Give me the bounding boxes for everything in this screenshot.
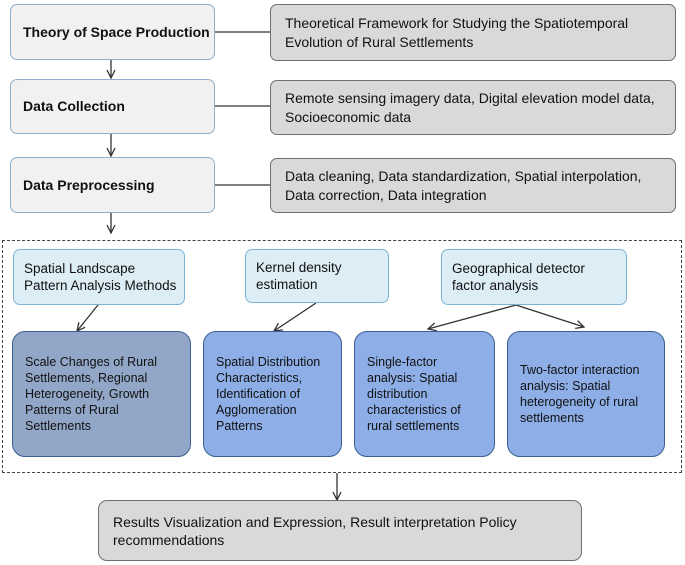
detail-text: Theoretical Framework for Studying the S…: [285, 14, 629, 50]
detail-data-sources: Remote sensing imagery data, Digital ele…: [270, 80, 676, 135]
result-spatial-distribution: Spatial Distribution Characteristics, Id…: [203, 331, 342, 457]
method-kernel-density: Kernel density estimation: [245, 249, 389, 303]
result-label: Two-factor interaction analysis: Spatial…: [520, 363, 640, 425]
method-label: Spatial Landscape Pattern Analysis Metho…: [24, 261, 177, 293]
analysis-frame: [2, 240, 682, 473]
result-label: Spatial Distribution Characteristics, Id…: [216, 355, 321, 433]
method-label: Kernel density estimation: [256, 260, 342, 292]
arrow-method-1-to-result-1: [77, 304, 99, 331]
arrow-method-3-to-result-4: [515, 304, 584, 327]
result-two-factor: Two-factor interaction analysis: Spatial…: [507, 331, 665, 457]
stage-label: Data Preprocessing: [23, 176, 155, 193]
detail-text: Data cleaning, Data standardization, Spa…: [285, 167, 642, 203]
final-label: Results Visualization and Expression, Re…: [113, 513, 517, 548]
final-results-visualization: Results Visualization and Expression, Re…: [98, 500, 582, 561]
detail-preprocessing-steps: Data cleaning, Data standardization, Spa…: [270, 158, 676, 213]
method-spatial-landscape-pattern: Spatial Landscape Pattern Analysis Metho…: [13, 249, 185, 305]
detail-theoretical-framework: Theoretical Framework for Studying the S…: [270, 4, 676, 61]
result-label: Single-factor analysis: Spatial distribu…: [367, 355, 461, 433]
result-label: Scale Changes of Rural Settlements, Regi…: [25, 355, 158, 433]
arrow-method-3-to-result-3: [428, 304, 517, 329]
method-label: Geographical detector factor analysis: [452, 261, 585, 293]
stage-label: Data Collection: [23, 98, 125, 114]
result-single-factor: Single-factor analysis: Spatial distribu…: [354, 331, 495, 457]
stage-data-collection: Data Collection: [10, 79, 215, 134]
method-geographical-detector: Geographical detector factor analysis: [441, 249, 627, 305]
stage-data-preprocessing: Data Preprocessing: [10, 157, 215, 213]
result-scale-changes: Scale Changes of Rural Settlements, Regi…: [12, 331, 191, 457]
detail-text: Remote sensing imagery data, Digital ele…: [285, 89, 655, 125]
stage-label: Theory of Space Production: [23, 23, 210, 40]
stage-theory-of-space-production: Theory of Space Production: [10, 4, 215, 60]
arrow-method-2-to-result-2: [274, 302, 317, 331]
